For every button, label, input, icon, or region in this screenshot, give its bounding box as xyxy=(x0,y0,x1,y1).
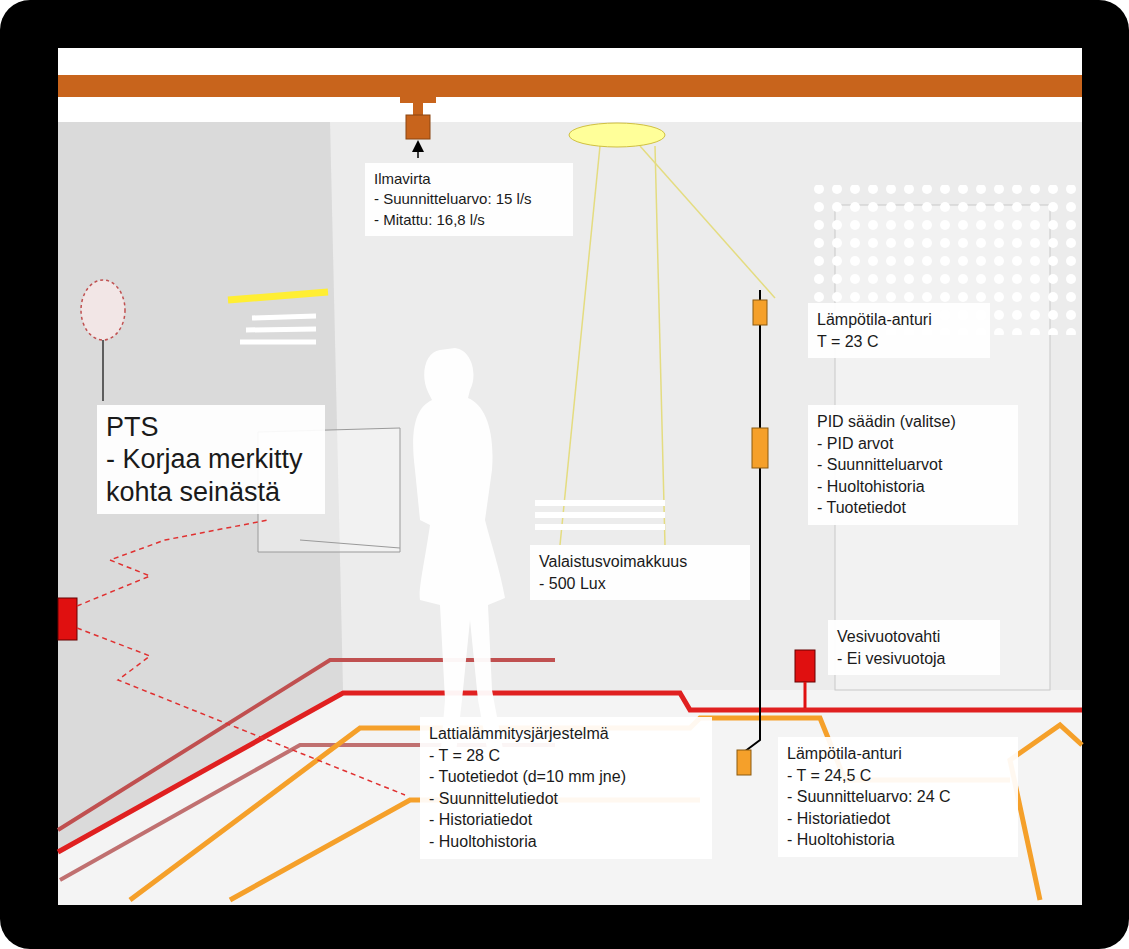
callout-box: Lämpötila-anturi- T = 24,5 C- Suunnittel… xyxy=(778,737,1018,857)
light-ray xyxy=(640,146,775,298)
callout-heading: PTS xyxy=(106,411,316,443)
callout-item: - 500 Lux xyxy=(539,573,741,595)
wall-radiator xyxy=(535,512,665,518)
ceiling xyxy=(58,48,1082,122)
radiator-fin xyxy=(246,329,316,330)
radiator-fin xyxy=(252,316,316,318)
callout-item: - T = 28 C xyxy=(429,745,703,767)
glass-cabinet-edge xyxy=(300,540,400,548)
callout-item: - Huoltohistoria xyxy=(429,831,703,853)
callout-item: - Tuotetiedot xyxy=(817,497,1009,519)
wall-radiator xyxy=(535,500,665,506)
callout-item: - Historiatiedot xyxy=(429,809,703,831)
callout-item: - T = 24,5 C xyxy=(787,765,1009,787)
callout-item: - PID arvot xyxy=(817,433,1009,455)
sensor-wire xyxy=(744,290,760,752)
wireless-link xyxy=(77,520,268,606)
callout-item: - Suunnitteluarvot xyxy=(817,454,1009,476)
duct-branch xyxy=(413,103,423,115)
callout-item: - Huoltohistoria xyxy=(817,476,1009,498)
leader-line xyxy=(102,340,104,401)
callout-item: - Ei vesivuotoja xyxy=(837,648,991,670)
callout-heading: Lämpötila-anturi xyxy=(787,743,1009,765)
repair-marker xyxy=(81,280,125,340)
temperature-sensor xyxy=(753,300,767,325)
wireless-link xyxy=(77,628,405,795)
callout-box: PID säädin (valitse)- PID arvot- Suunnit… xyxy=(808,405,1018,525)
room-ground xyxy=(58,48,1082,905)
detector-wire xyxy=(804,682,807,708)
ceiling-lamp xyxy=(569,123,665,147)
wall-radiator xyxy=(535,524,665,530)
callout-item: - Mitattu: 16,8 l/s xyxy=(374,210,564,230)
callout-item: - Historiatiedot xyxy=(787,808,1009,830)
temperature-sensor xyxy=(737,750,751,775)
callout-item: - Korjaa merkitty kohta seinästä xyxy=(106,443,316,508)
callout-item: T = 23 C xyxy=(817,331,981,353)
duct-branch xyxy=(400,97,436,103)
callout-heading: Lattialämmitysjärjestelmä xyxy=(429,723,703,745)
leader-arrow xyxy=(417,146,419,158)
floor-heating-loop xyxy=(1010,725,1082,900)
callout-item: - Huoltohistoria xyxy=(787,829,1009,851)
callout-box: Lattialämmitysjärjestelmä- T = 28 C- Tuo… xyxy=(420,717,712,859)
radiator-fin xyxy=(240,340,316,345)
air-vent xyxy=(406,115,430,139)
light-ray xyxy=(655,146,665,545)
water-leak-detector xyxy=(795,650,815,682)
callout-heading: Vesivuotovahti xyxy=(837,626,991,648)
floor-heating-manifold xyxy=(58,598,77,640)
person-silhouette xyxy=(413,348,505,765)
callout-box: Lämpötila-anturiT = 23 C xyxy=(808,303,990,358)
callout-item: - Tuotetiedot (d=10 mm jne) xyxy=(429,766,703,788)
callout-heading: Lämpötila-anturi xyxy=(817,309,981,331)
callout-heading: Ilmavirta xyxy=(374,169,564,189)
air-duct xyxy=(58,75,1082,97)
callout-heading: PID säädin (valitse) xyxy=(817,411,1009,433)
floor xyxy=(58,690,1082,905)
callout-box: Valaistusvoimakkuus- 500 Lux xyxy=(530,545,750,600)
callout-item: - Suunnitteluarvo: 24 C xyxy=(787,786,1009,808)
callout-heading: Valaistusvoimakkuus xyxy=(539,551,741,573)
wall-lamp xyxy=(228,292,328,300)
callout-box: Ilmavirta- Suunnitteluarvo: 15 l/s- Mita… xyxy=(365,163,573,236)
pid-controller xyxy=(752,428,768,468)
callout-item: - Suunnittelutiedot xyxy=(429,788,703,810)
callout-box: Vesivuotovahti- Ei vesivuotoja xyxy=(828,620,1000,675)
callout-box: PTS- Korjaa merkitty kohta seinästä xyxy=(97,405,325,514)
callout-item: - Suunnitteluarvo: 15 l/s xyxy=(374,189,564,209)
